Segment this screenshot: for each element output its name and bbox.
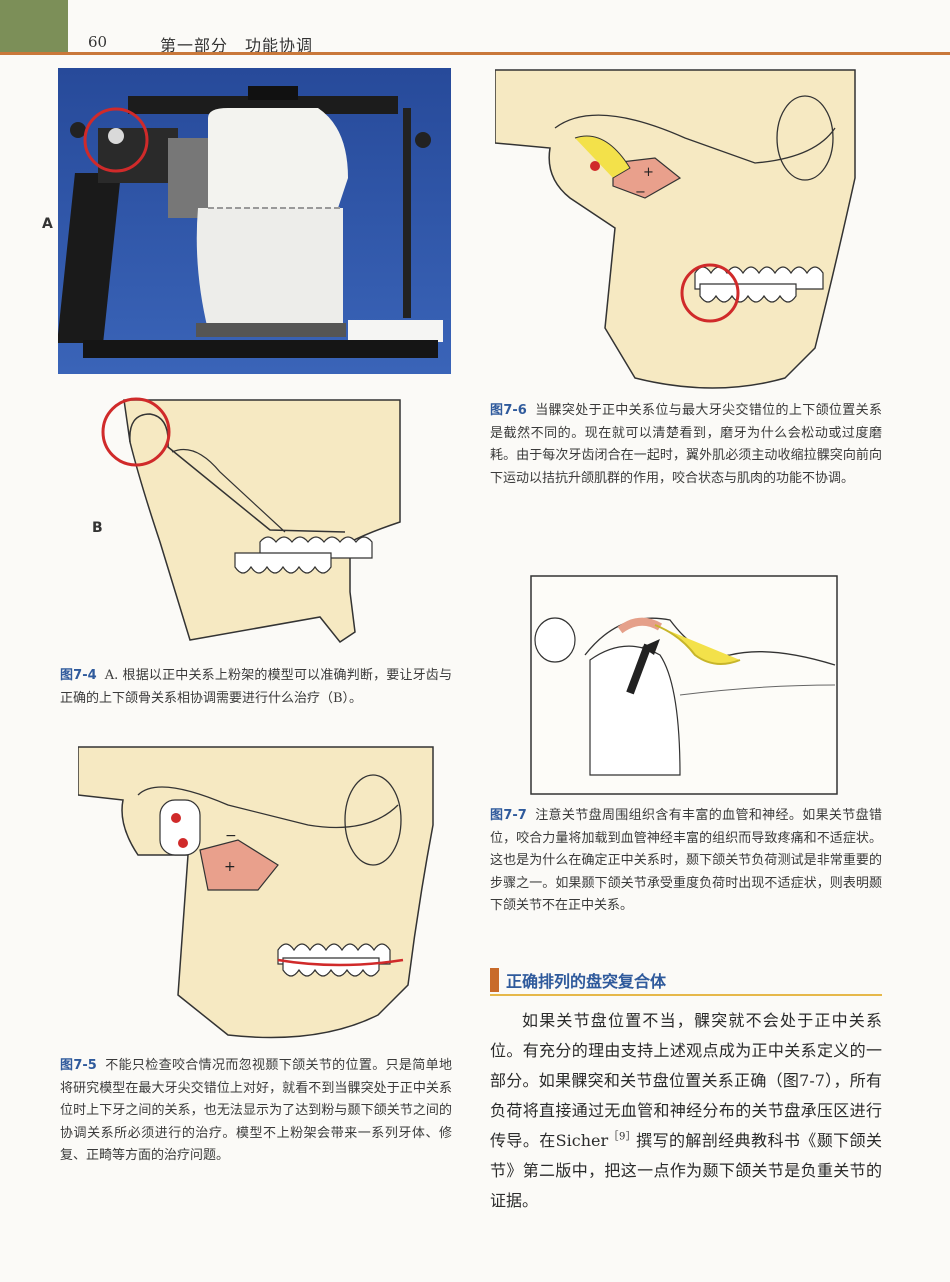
body-paragraph: 如果关节盘位置不当，髁突就不会处于正中关系位。有充分的理由支持上述观点成为正中关… (490, 1006, 882, 1216)
skull-illustration-7-5: − + (77, 746, 434, 1039)
section-heading-rule (490, 994, 882, 996)
figure-7-6-number: 图7-6 (490, 403, 527, 418)
figure-7-4-label-b: B (92, 520, 103, 536)
fig75-plus-mark: + (224, 859, 236, 875)
figure-7-7-number: 图7-7 (490, 808, 527, 823)
body-paragraph-part-2: 撰写的解剖经典教科书《颞下颌关节》第二版中，把这一点作为颞下颌关节是负重关节的证… (490, 1131, 882, 1210)
figure-7-4-caption-text: A. 根据以正中关系上粉架的模型可以准确判断，要让牙齿与正确的上下颌骨关系相协调… (60, 668, 452, 706)
section-title: 正确排列的盘突复合体 (506, 972, 667, 991)
section-heading-bar (490, 968, 499, 992)
figure-7-7-disc-diagram (530, 575, 840, 797)
page-number: 60 (88, 33, 108, 51)
figure-7-6-caption-text: 当髁突处于正中关系位与最大牙尖交错位的上下颌位置关系是截然不同的。现在就可以清楚… (490, 403, 882, 486)
figure-7-4a-articulator-photo (58, 68, 451, 374)
figure-7-7-caption-text: 注意关节盘周围组织含有丰富的血管和神经。如果关节盘错位，咬合力量将加载到血管神经… (490, 808, 882, 913)
figure-7-4-label-a: A (42, 216, 53, 232)
figure-7-5-skull-diagram: − + (77, 745, 438, 1050)
mandible-illustration (101, 397, 401, 644)
fig75-minus-mark: − (225, 828, 237, 844)
figure-7-5-caption-text: 不能只检查咬合情况而忽视颞下颌关节的位置。只是简单地将研究模型在最大牙尖交错位上… (60, 1058, 452, 1163)
articulator-illustration (58, 68, 451, 374)
header-color-block (0, 0, 68, 52)
skull-illustration-7-6: + − (494, 69, 856, 389)
running-head: 第一部分 功能协调 (160, 36, 314, 55)
header-rule (0, 52, 950, 55)
figure-7-4b-jaw-diagram (100, 392, 410, 662)
fig76-plus-mark: + (643, 165, 654, 180)
fig76-minus-mark: − (635, 185, 646, 200)
figure-7-4-number: 图7-4 (60, 668, 97, 683)
figure-7-5-number: 图7-5 (60, 1058, 97, 1073)
body-paragraph-part-1: 如果关节盘位置不当，髁突就不会处于正中关系位。有充分的理由支持上述观点成为正中关… (490, 1011, 882, 1150)
figure-7-6-skull-diagram: + − (494, 68, 860, 398)
tmj-disc-illustration (530, 575, 838, 795)
citation-superscript: ［9］ (608, 1131, 637, 1143)
section-heading: 正确排列的盘突复合体 (490, 966, 882, 996)
